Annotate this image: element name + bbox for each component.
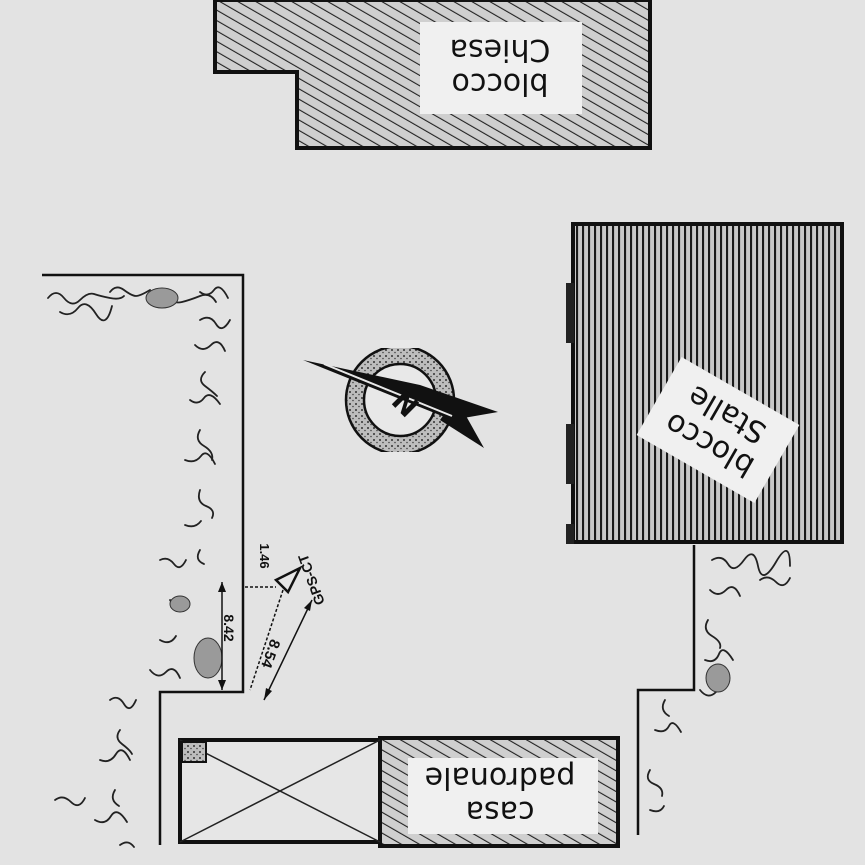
- tree-shading: [145, 287, 731, 693]
- distance-label-c: 1.46: [257, 543, 272, 568]
- boundary-walls: [42, 273, 696, 845]
- chiesa-label-line1: blocco: [451, 66, 548, 101]
- distance-label-a: 8.54: [257, 637, 283, 671]
- gps-station-marker: [273, 565, 303, 595]
- chiesa-label-line2: Chiesa: [450, 32, 551, 67]
- survey-measurements: GPS-CT 1.46 8.42 8.54: [218, 543, 328, 701]
- gps-station-label: GPS-CT: [295, 552, 328, 608]
- building-chiesa: blocco Chiesa: [213, 0, 652, 150]
- chiesa-label-box: [420, 22, 582, 114]
- casa-label-line1: casa: [466, 794, 535, 829]
- casa-label-box: [408, 758, 598, 834]
- vegetation: [47, 286, 791, 848]
- casa-label-line2: padronale: [425, 760, 576, 795]
- building-stalle: blocco Stalle: [566, 222, 844, 544]
- building-casa-padronale: casa padronale: [178, 736, 620, 848]
- stalle-label-box: [636, 357, 800, 503]
- distance-label-b: 8.42: [221, 614, 237, 641]
- north-compass: N: [303, 340, 498, 460]
